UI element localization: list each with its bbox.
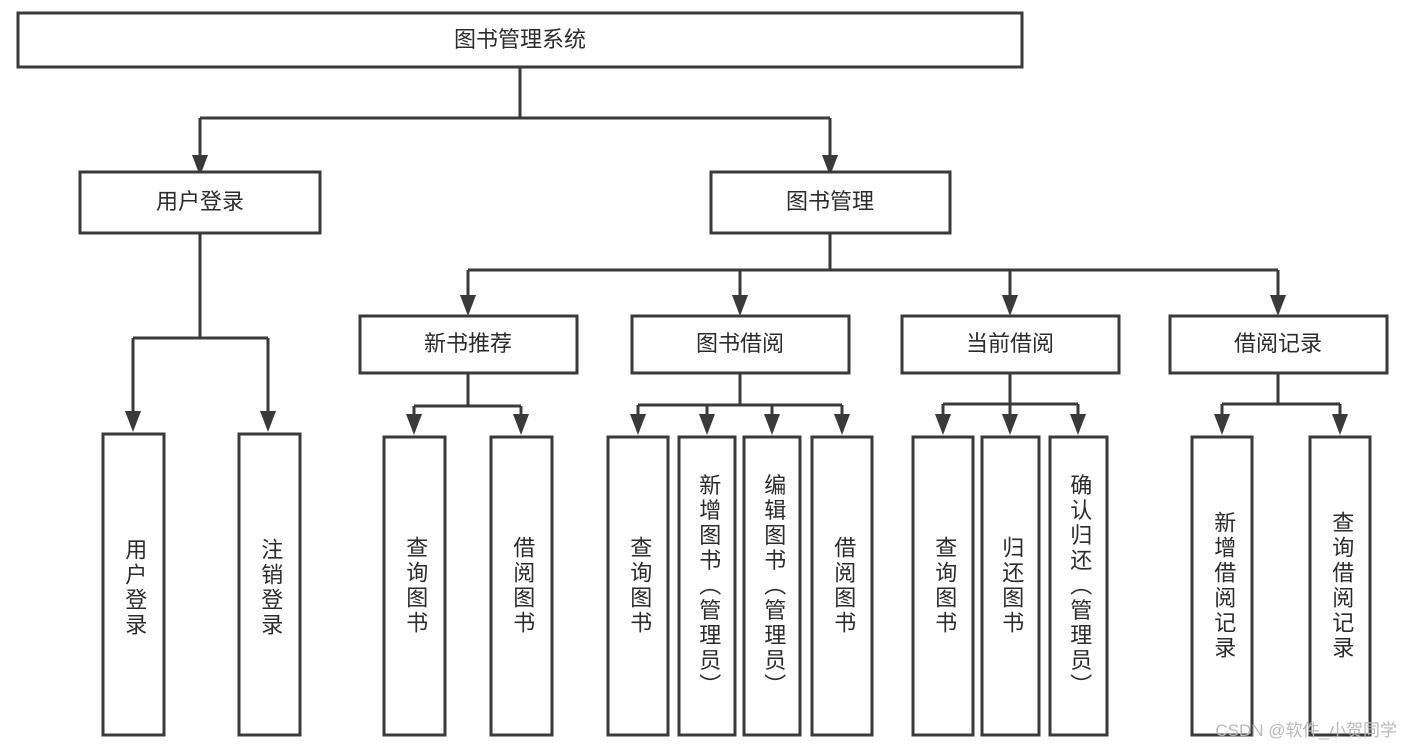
arrow-head-bm-2 xyxy=(732,295,748,316)
leaf-nb-borrow-book-box[interactable] xyxy=(489,435,554,737)
leaf-node[interactable]: 借阅图书 xyxy=(489,435,554,737)
node-root[interactable]: 图书管理系统 xyxy=(16,11,1024,69)
node-book-manage[interactable]: 图书管理 xyxy=(709,170,952,235)
node-current-borrow[interactable]: 当前借阅 xyxy=(900,314,1121,375)
arrow-head-cb-2 xyxy=(1002,414,1018,435)
connector-group-book-manage xyxy=(460,233,1286,316)
connector-group-new-book xyxy=(406,373,529,435)
leaf-cb-query-book-label: 查询图书 xyxy=(932,536,957,636)
leaf-br-add-record-label: 新增借阅记录 xyxy=(1211,511,1236,661)
leaf-nb-borrow-book-label: 借阅图书 xyxy=(510,536,535,636)
node-current-borrow-label: 当前借阅 xyxy=(966,331,1054,356)
node-current-borrow-box[interactable] xyxy=(900,314,1121,375)
leaf-node[interactable]: 查询图书 xyxy=(911,435,975,737)
leaf-bb-borrow-book-box[interactable] xyxy=(810,435,874,737)
node-user-login-label: 用户登录 xyxy=(156,189,244,214)
leaf-logout-label: 注销登录 xyxy=(258,538,283,638)
node-borrow-record-label: 借阅记录 xyxy=(1234,331,1322,356)
node-user-login-box[interactable] xyxy=(78,170,322,235)
leaf-cb-query-book-box[interactable] xyxy=(911,435,975,737)
leaf-cb-return-book-box[interactable] xyxy=(980,435,1041,737)
leaf-node[interactable]: 新增借阅记录 xyxy=(1190,435,1254,737)
node-new-book-recommend[interactable]: 新书推荐 xyxy=(358,314,579,375)
node-new-book-recommend-label: 新书推荐 xyxy=(424,331,512,356)
connector-group-user-login xyxy=(125,233,276,432)
leaf-node[interactable]: 归还图书 xyxy=(980,435,1041,737)
leaf-node[interactable]: 注销登录 xyxy=(237,432,302,737)
node-borrow-record-box[interactable] xyxy=(1168,314,1389,375)
connector-group-root xyxy=(192,67,838,176)
leaf-cb-return-book-label: 归还图书 xyxy=(999,536,1024,636)
arrow-head-bm-3 xyxy=(1002,295,1018,316)
arrow-head-cb-3 xyxy=(1070,414,1086,435)
node-borrow-record[interactable]: 借阅记录 xyxy=(1168,314,1389,375)
arrow-head-ul-2 xyxy=(260,411,276,432)
leaf-node[interactable]: 确认归还（管理员） xyxy=(1048,435,1109,737)
leaf-bb-query-book-label: 查询图书 xyxy=(627,536,652,636)
leaf-node[interactable]: 编辑图书（管理员） xyxy=(742,435,802,737)
arrow-head-br-2 xyxy=(1332,414,1348,435)
leaf-node[interactable]: 用户登录 xyxy=(101,432,166,737)
arrow-head-ul-1 xyxy=(125,411,141,432)
arrow-head-cb-1 xyxy=(935,414,951,435)
node-root-label: 图书管理系统 xyxy=(454,27,586,52)
node-book-manage-box[interactable] xyxy=(709,170,952,235)
leaf-node[interactable]: 查询借阅记录 xyxy=(1308,435,1372,737)
leaf-bb-add-book-label: 新增图书（管理员） xyxy=(696,474,721,699)
leaf-bb-borrow-book-label: 借阅图书 xyxy=(831,536,856,636)
node-book-borrow-box[interactable] xyxy=(630,314,851,375)
arrow-head-bb-4 xyxy=(834,414,850,435)
node-book-borrow-label: 图书借阅 xyxy=(696,331,784,356)
node-book-borrow[interactable]: 图书借阅 xyxy=(630,314,851,375)
leaf-br-query-record-box[interactable] xyxy=(1308,435,1372,737)
leaf-nb-query-book-label: 查询图书 xyxy=(403,536,428,636)
node-user-login[interactable]: 用户登录 xyxy=(78,170,322,235)
arrow-head-bm-1 xyxy=(460,295,476,316)
leaf-logout-box[interactable] xyxy=(237,432,302,737)
arrow-head-root-1 xyxy=(192,155,208,176)
leaf-bb-edit-book-box[interactable] xyxy=(742,435,802,737)
node-book-manage-label: 图书管理 xyxy=(786,189,874,214)
leaf-nb-query-book-box[interactable] xyxy=(382,435,447,737)
arrow-head-br-1 xyxy=(1214,414,1230,435)
arrow-head-nb-2 xyxy=(513,414,529,435)
leaf-bb-add-book-box[interactable] xyxy=(677,435,737,737)
node-new-book-recommend-box[interactable] xyxy=(358,314,579,375)
leaf-bb-edit-book-label: 编辑图书（管理员） xyxy=(761,474,786,699)
leaf-br-add-record-box[interactable] xyxy=(1190,435,1254,737)
leaf-node[interactable]: 新增图书（管理员） xyxy=(677,435,737,737)
leaf-node[interactable]: 借阅图书 xyxy=(810,435,874,737)
leaf-user-login-label: 用户登录 xyxy=(122,538,147,638)
leaf-br-query-record-label: 查询借阅记录 xyxy=(1329,511,1354,661)
leaf-node[interactable]: 查询图书 xyxy=(382,435,447,737)
connector-group-borrow-record xyxy=(1214,373,1348,435)
arrow-head-nb-1 xyxy=(406,414,422,435)
connector-group-current-borrow xyxy=(935,373,1086,435)
arrow-head-root-2 xyxy=(822,155,838,176)
connector-group-book-borrow xyxy=(630,373,850,435)
node-root-box[interactable] xyxy=(16,11,1024,69)
leaf-cb-confirm-return-box[interactable] xyxy=(1048,435,1109,737)
arrow-head-bb-3 xyxy=(764,414,780,435)
leaf-user-login-box[interactable] xyxy=(101,432,166,737)
arrow-head-bb-1 xyxy=(630,414,646,435)
leaf-cb-confirm-return-label: 确认归还（管理员） xyxy=(1067,474,1092,699)
arrow-head-bb-2 xyxy=(699,414,715,435)
leaf-bb-query-book-box[interactable] xyxy=(606,435,670,737)
arrow-head-bm-4 xyxy=(1270,295,1286,316)
leaf-node[interactable]: 查询图书 xyxy=(606,435,670,737)
